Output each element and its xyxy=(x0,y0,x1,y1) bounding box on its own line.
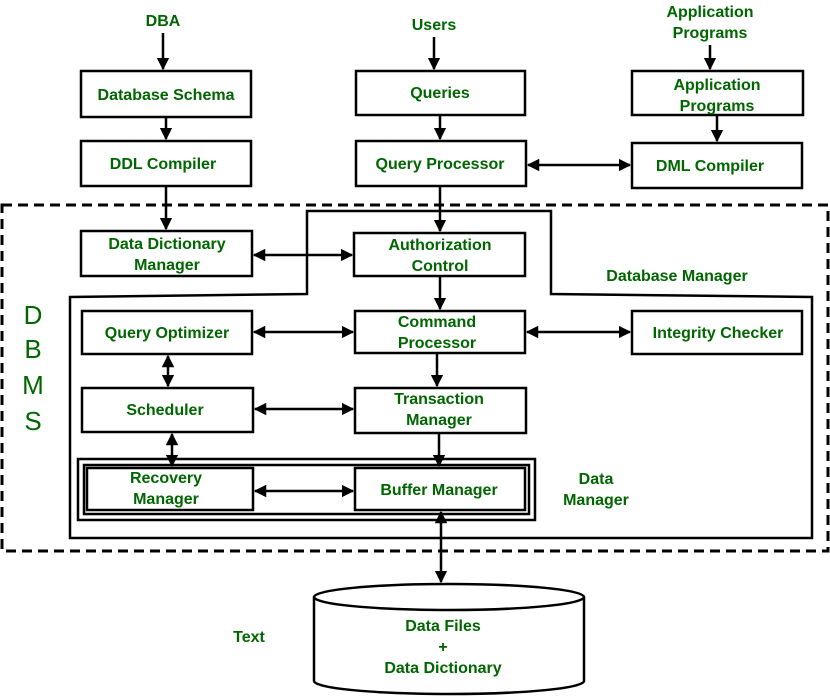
transaction-manager-box: Transaction Manager xyxy=(353,386,528,435)
data-manager-label-line1: Data xyxy=(579,471,614,488)
text-label: Text xyxy=(233,629,265,646)
integrity-checker-box: Integrity Checker xyxy=(630,309,804,356)
buffer-manager-label: Buffer Manager xyxy=(380,482,497,499)
dbms-letter-s: S xyxy=(24,406,41,436)
database-schema-box: Database Schema xyxy=(79,69,253,119)
app-programs-label-line1: Application xyxy=(666,4,753,21)
integrity-checker-label: Integrity Checker xyxy=(653,325,784,342)
data-files-label: Data Files xyxy=(405,618,481,635)
application-programs-label-line1: Application xyxy=(673,77,760,94)
recovery-manager-label-line1: Recovery xyxy=(130,470,202,487)
dbms-letter-m: M xyxy=(22,370,44,400)
transaction-manager-label-line1: Transaction xyxy=(394,391,484,408)
queries-box: Queries xyxy=(354,69,527,117)
dbms-letter-b: B xyxy=(24,334,41,364)
query-optimizer-box: Query Optimizer xyxy=(80,309,254,356)
authorization-control-label-line1: Authorization xyxy=(388,237,491,254)
data-dictionary-manager-label-line2: Manager xyxy=(134,257,200,274)
plus-label: + xyxy=(438,639,447,656)
scheduler-label: Scheduler xyxy=(126,402,203,419)
dbms-letter-d: D xyxy=(24,300,43,330)
recovery-manager-label-line2: Manager xyxy=(133,491,199,508)
users-label: Users xyxy=(412,17,457,34)
data-dictionary-label: Data Dictionary xyxy=(384,660,501,677)
ddl-compiler-box: DDL Compiler xyxy=(79,139,253,188)
authorization-control-box: Authorization Control xyxy=(352,231,527,278)
database-schema-label: Database Schema xyxy=(98,87,235,104)
app-programs-label-line2: Programs xyxy=(673,25,748,42)
data-dictionary-manager-box: Data Dictionary Manager xyxy=(79,229,254,278)
data-manager-label-line2: Manager xyxy=(563,492,629,509)
buffer-manager-box: Buffer Manager xyxy=(353,466,527,512)
dbms-boundary xyxy=(0,203,830,553)
query-optimizer-label: Query Optimizer xyxy=(105,325,229,342)
transaction-manager-label-line2: Manager xyxy=(406,412,472,429)
data-dictionary-manager-label-line1: Data Dictionary xyxy=(108,236,225,253)
scheduler-box: Scheduler xyxy=(80,386,255,434)
database-manager-label: Database Manager xyxy=(606,268,747,285)
query-processor-box: Query Processor xyxy=(354,139,528,188)
authorization-control-label-line2: Control xyxy=(412,258,469,275)
application-programs-label-line2: Programs xyxy=(680,98,755,115)
ddl-compiler-label: DDL Compiler xyxy=(110,156,216,173)
recovery-manager-box: Recovery Manager xyxy=(85,466,255,512)
data-manager-region-outer xyxy=(76,457,537,522)
dba-label: DBA xyxy=(146,13,181,30)
dml-compiler-label: DML Compiler xyxy=(656,158,764,175)
query-processor-label: Query Processor xyxy=(376,156,505,173)
dml-compiler-box: DML Compiler xyxy=(630,141,804,190)
data-files-cylinder: Data Files + Data Dictionary xyxy=(312,582,586,696)
queries-label: Queries xyxy=(410,85,470,102)
data-manager-region-inner xyxy=(82,463,531,516)
command-processor-label-line2: Processor xyxy=(398,335,476,352)
command-processor-label-line1: Command xyxy=(398,314,476,331)
command-processor-box: Command Processor xyxy=(353,309,527,355)
application-programs-box: Application Programs xyxy=(630,69,805,117)
database-manager-region xyxy=(68,209,814,540)
